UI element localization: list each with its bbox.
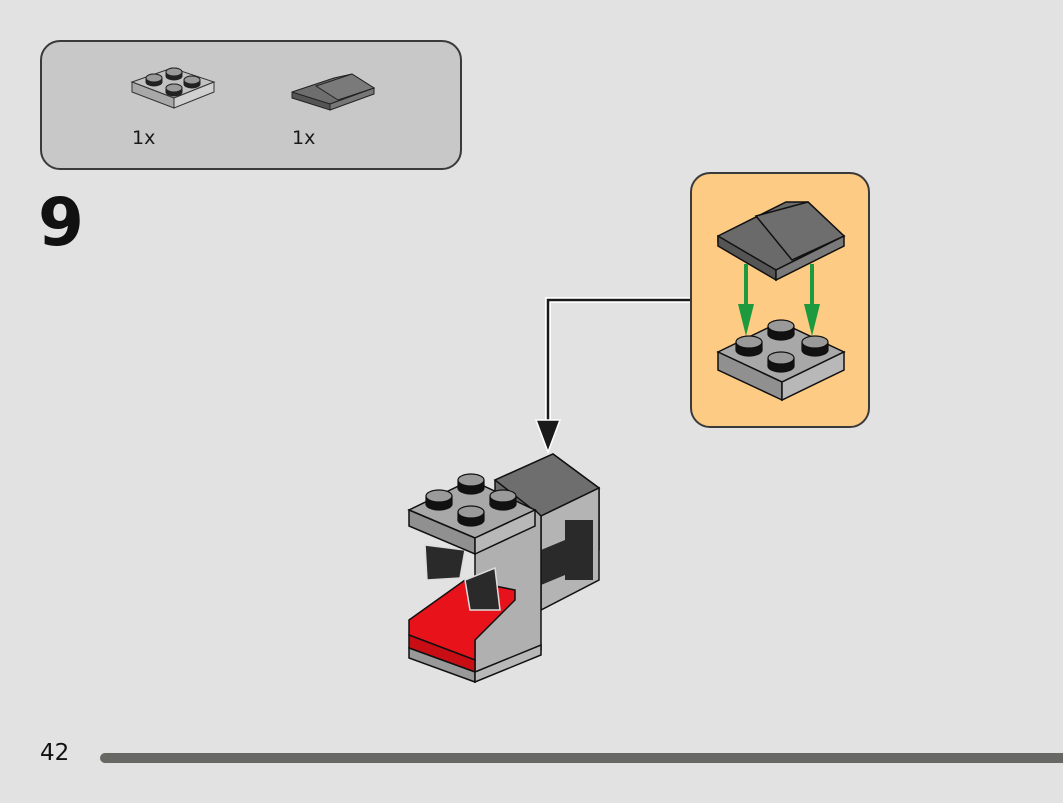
- slope-brick-icon: [717, 201, 846, 282]
- progress-bar-fill: [100, 753, 1063, 763]
- part-quantity: 1x: [292, 127, 316, 149]
- model-assembly-illustration: [407, 453, 601, 684]
- page-number: 42: [40, 740, 70, 766]
- plate-2x2-icon: [130, 67, 216, 109]
- connector-arrow: [534, 297, 690, 455]
- progress-bar: [100, 753, 1063, 763]
- slope-2x2-icon: [291, 73, 376, 111]
- step-number: 9: [38, 184, 84, 261]
- parts-list-box: 1x 1x: [40, 40, 462, 170]
- part-quantity: 1x: [132, 127, 156, 149]
- green-arrow-right-icon: [804, 264, 820, 336]
- green-arrow-left-icon: [738, 264, 754, 336]
- plate-brick-icon: [716, 319, 846, 402]
- sub-assembly-callout: [690, 172, 870, 428]
